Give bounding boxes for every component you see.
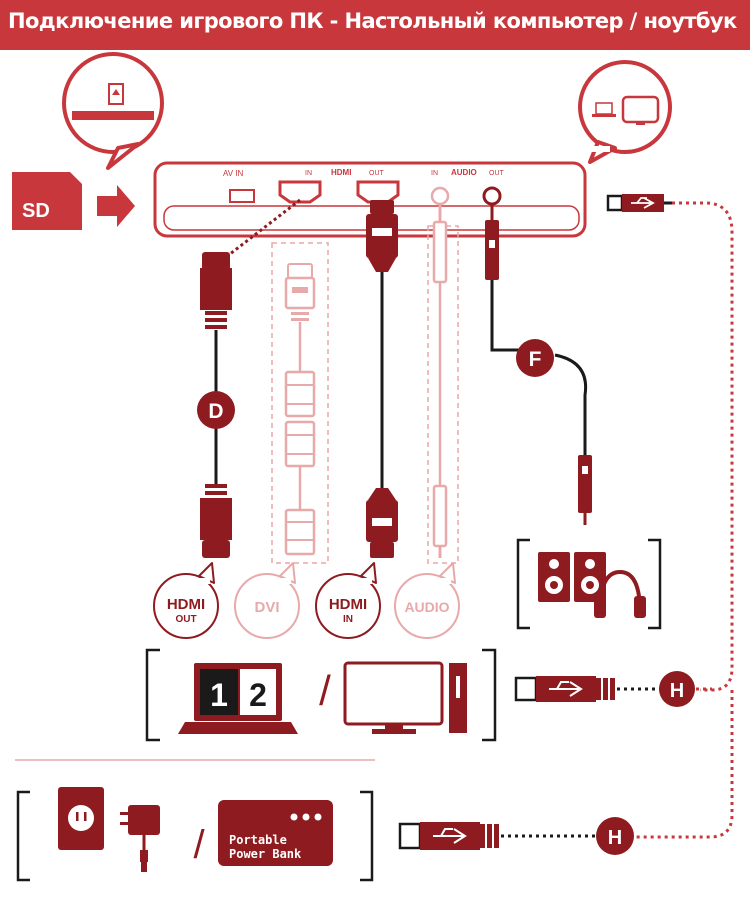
power-sources: / Portable Power Bank	[16, 787, 374, 882]
badge-hdmi-out-title: HDMI	[167, 596, 205, 613]
port-label-audio-out-sub: OUT	[489, 170, 505, 177]
usb-icon	[606, 194, 672, 212]
cable-h-usb-top	[514, 194, 734, 702]
power-bank-label-1: Portable	[229, 833, 287, 847]
power-bank-icon: Portable Power Bank	[218, 800, 333, 866]
port-label-audio-in-sub: IN	[431, 170, 438, 177]
headphones-icon	[594, 569, 646, 618]
marker-f-label: F	[529, 348, 542, 371]
cable-hdmi-in	[366, 200, 398, 558]
cable-dvi	[271, 242, 329, 564]
hdmi-in-port	[278, 180, 322, 204]
badge-hdmi-out: HDMI OUT	[153, 562, 219, 639]
badge-dvi-title: DVI	[254, 599, 279, 616]
badge-dvi: DVI	[234, 562, 300, 639]
wall-outlet-icon	[58, 787, 104, 850]
badge-hdmi-in: HDMI IN	[315, 562, 381, 639]
connection-diagram: SD AV IN IN HDMI OUT IN AUDIO OUT	[12, 52, 734, 882]
header-bar: Подключение игрового ПК - Настольный ком…	[0, 0, 750, 50]
power-separator-slash: /	[193, 823, 205, 867]
cable-audio-in	[427, 204, 459, 564]
audio-output-devices	[516, 538, 662, 630]
laptop-icon: 1 2	[178, 663, 298, 734]
power-adapter-icon	[120, 805, 160, 872]
display-devices: 1 2 /	[145, 648, 497, 742]
arrow-right-icon	[97, 185, 135, 227]
marker-f: F	[516, 339, 554, 377]
usb-icon	[514, 676, 615, 702]
monitor-icon	[343, 661, 467, 734]
laptop-screen-1: 1	[210, 677, 228, 713]
sd-card-label: SD	[22, 200, 50, 222]
marker-d-label: D	[208, 400, 223, 423]
badge-audio-title: AUDIO	[404, 599, 449, 615]
laptop-screen-2: 2	[249, 677, 267, 713]
marker-h-top: H	[659, 671, 695, 707]
sd-slot-bubble	[62, 52, 164, 170]
marker-d: D	[197, 391, 235, 429]
marker-h-top-label: H	[670, 680, 684, 702]
port-label-hdmi-out-sub: OUT	[369, 170, 385, 177]
speakers-icon	[538, 552, 606, 602]
badge-hdmi-out-sub: OUT	[175, 614, 196, 625]
badge-hdmi-in-sub: IN	[343, 614, 353, 625]
display-bubble	[578, 60, 672, 164]
sd-card-icon: SD	[12, 172, 82, 230]
port-label-av-in: AV IN	[223, 169, 244, 178]
marker-h-bottom: H	[596, 817, 634, 855]
av-in-port	[229, 189, 255, 203]
badge-hdmi-in-title: HDMI	[329, 596, 367, 613]
cable-h-usb-bottom	[398, 690, 734, 850]
port-label-hdmi: HDMI	[331, 168, 351, 177]
marker-h-bottom-label: H	[608, 827, 622, 849]
badge-audio: AUDIO	[394, 562, 460, 639]
page-title: Подключение игрового ПК - Настольный ком…	[8, 9, 737, 33]
audio-out-jack	[482, 186, 502, 206]
power-bank-label-2: Power Bank	[229, 847, 302, 861]
port-label-hdmi-in-sub: IN	[305, 170, 312, 177]
audio-in-jack	[430, 186, 450, 206]
usb-icon	[398, 822, 499, 850]
hdmi-out-port	[356, 180, 400, 204]
port-label-audio: AUDIO	[451, 168, 477, 177]
separator-slash: /	[319, 667, 331, 714]
